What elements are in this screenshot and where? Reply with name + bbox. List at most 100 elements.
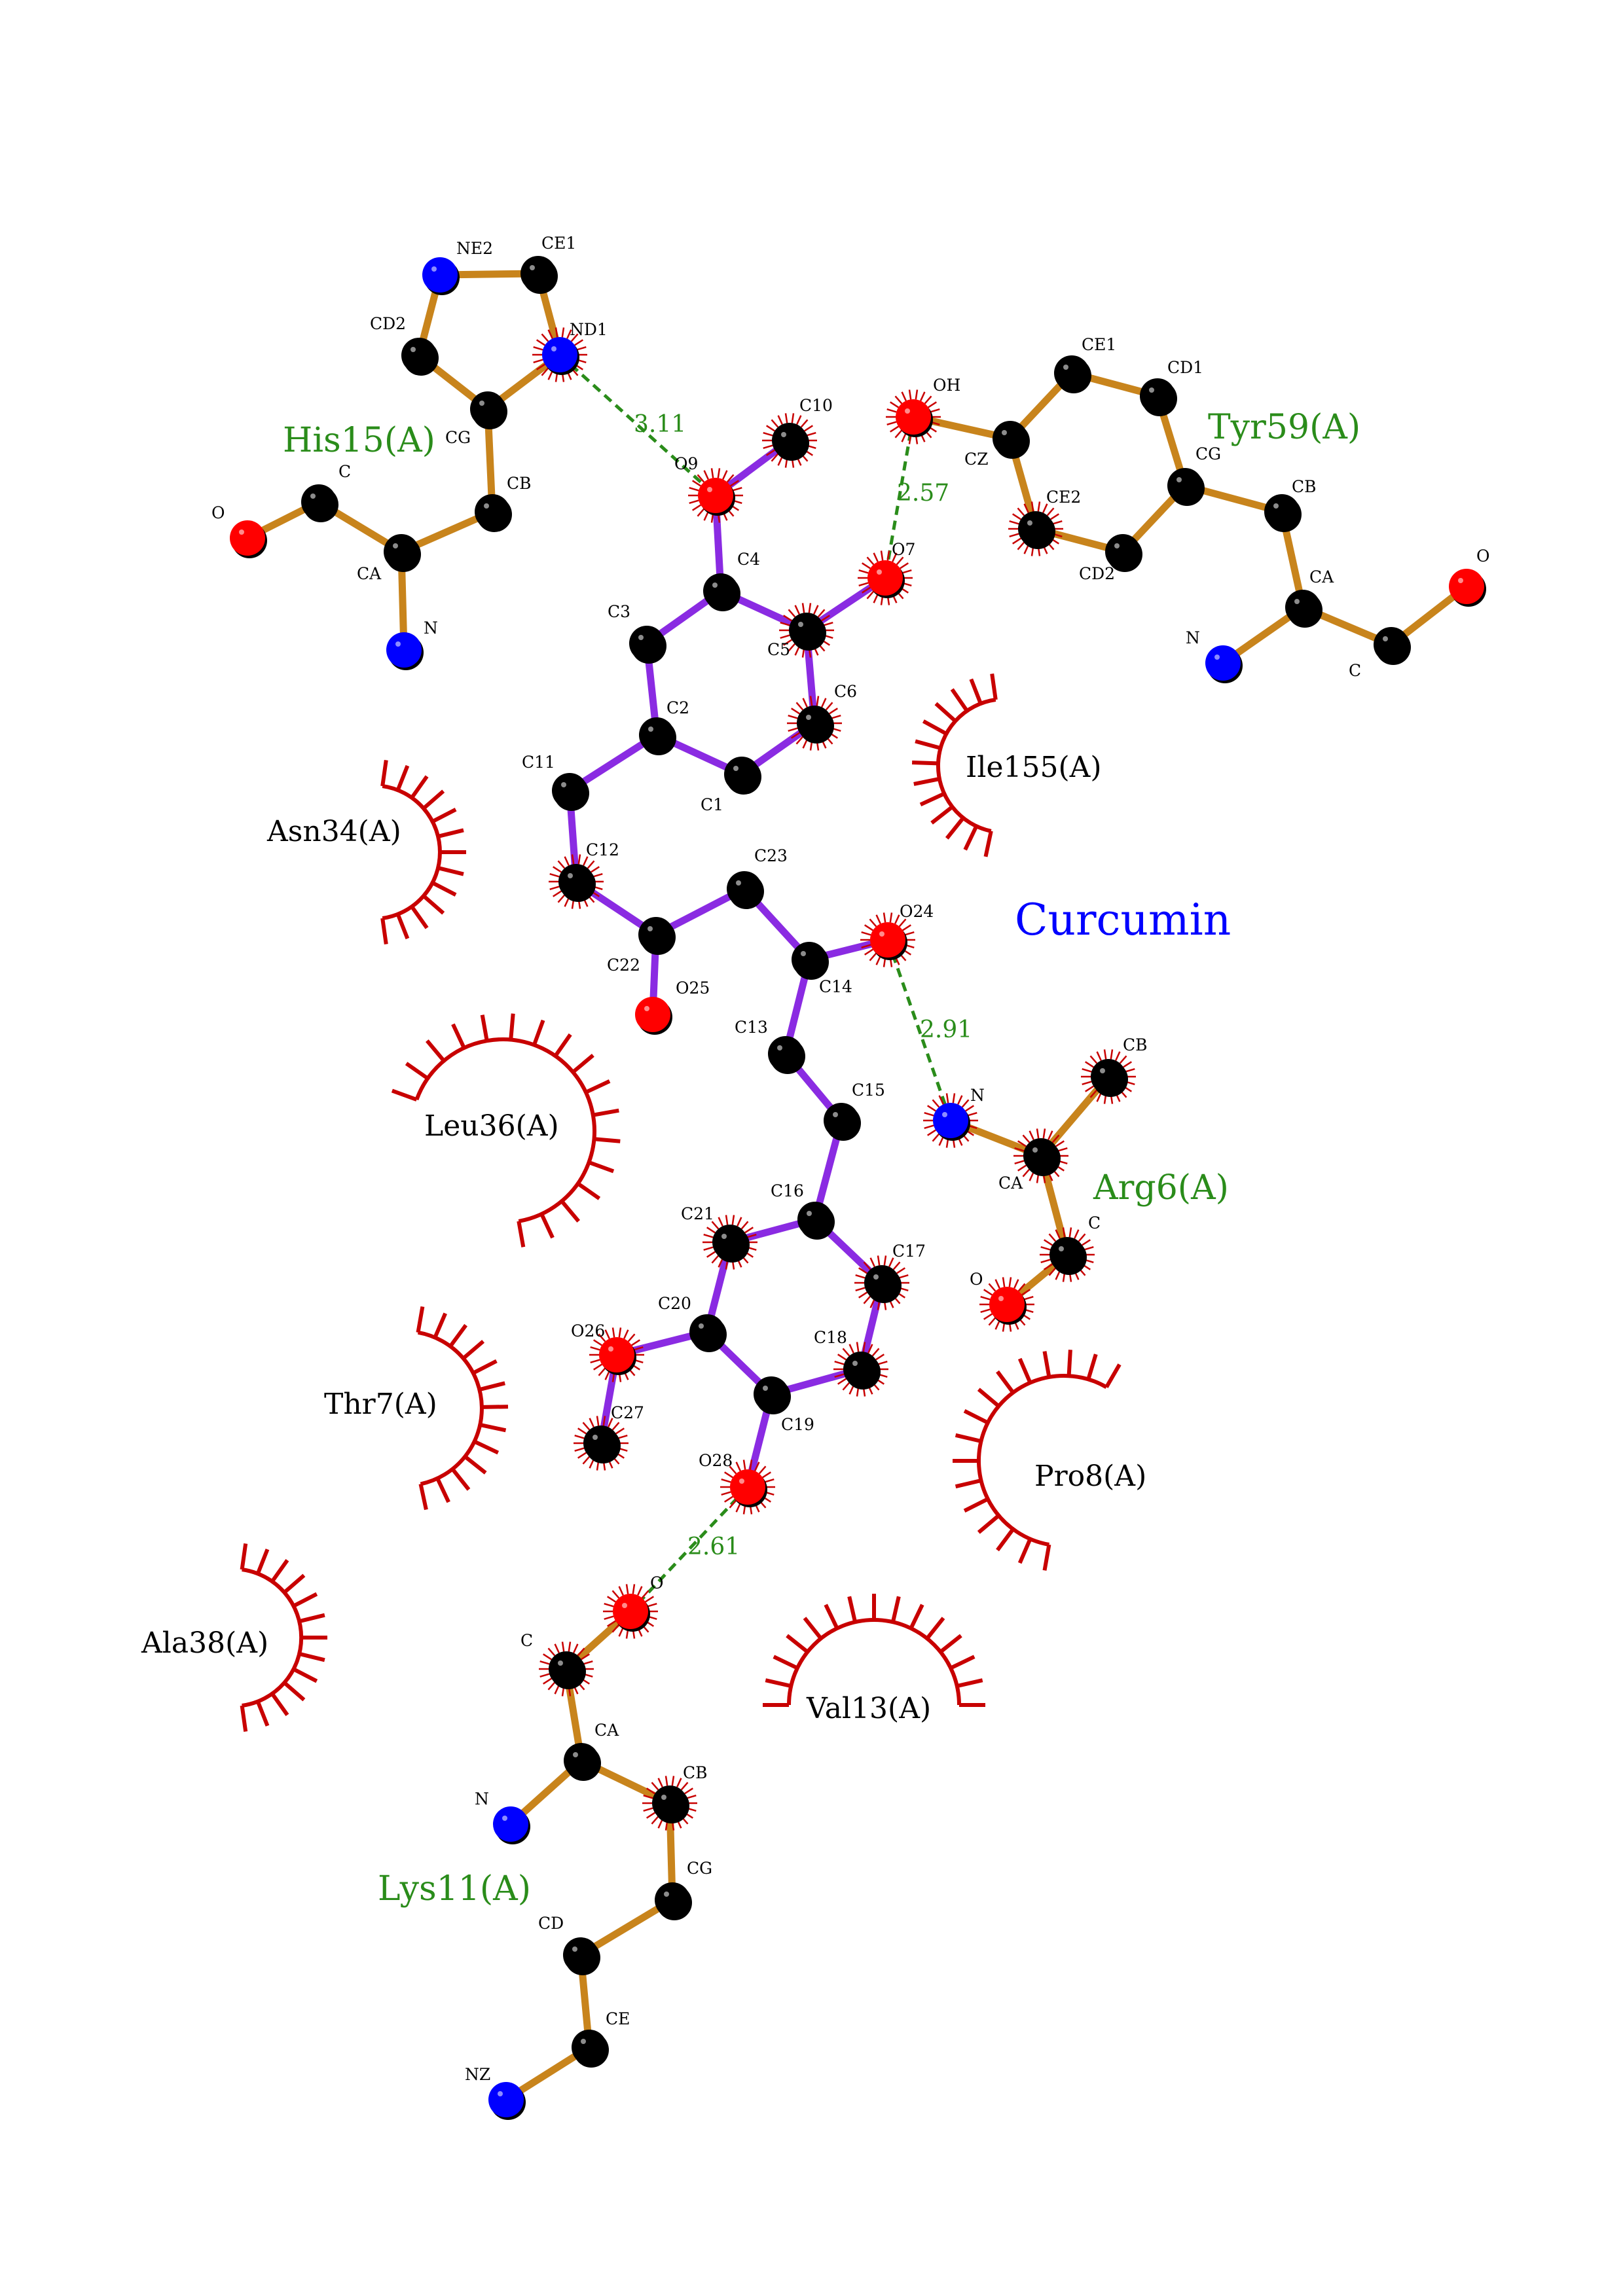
ligand-c20-label: C20 <box>658 1294 691 1313</box>
contact-spike <box>924 395 932 404</box>
tyr59a-ca-atom-highlight <box>1294 599 1300 604</box>
asn34a-hydrophobic-arc <box>380 759 466 945</box>
contact-spike <box>574 339 583 346</box>
his15a-cd2-atom-highlight <box>410 347 416 352</box>
contact-spike <box>577 1647 585 1657</box>
tyr59a-cz-atom-highlight <box>1002 430 1007 435</box>
ligand-c5-atom <box>789 613 826 651</box>
contact-spike <box>539 1673 550 1678</box>
ala38a-arc-ray <box>270 1558 289 1583</box>
contact-spike <box>1057 1147 1068 1152</box>
contact-spike <box>590 1359 600 1364</box>
ligand-c21-atom-sphere <box>712 1225 748 1260</box>
contact-spike <box>1078 1233 1086 1242</box>
ligand-c19-atom-highlight <box>763 1386 768 1391</box>
contact-spike <box>877 1255 881 1266</box>
ligand-o24-label: O24 <box>900 902 934 921</box>
his15a-ce1-atom-sphere <box>520 256 556 291</box>
ala38a-arc-ray <box>256 1700 270 1727</box>
contact-spike <box>1052 520 1063 525</box>
his15a-cg-atom-highlight <box>479 401 484 406</box>
ligand-o26-atom-highlight <box>608 1346 613 1352</box>
ala38a-arc-ray <box>283 1681 306 1702</box>
lys11a-o-label: O <box>650 1573 664 1592</box>
asn34a-arc-ray <box>422 894 445 915</box>
ligand-o24-atom-highlight <box>879 931 884 937</box>
leu36a-arc-ray <box>405 1062 429 1081</box>
ligand-c6-atom-sphere <box>797 706 832 741</box>
ligand-c15-atom-sphere <box>824 1103 859 1138</box>
contact-spike <box>930 408 940 413</box>
contact-spike <box>945 1093 949 1103</box>
contact-spike <box>791 413 795 423</box>
tyr59a-cd2-atom <box>1105 534 1142 572</box>
contact-spike <box>780 634 790 639</box>
ligand-c17-atom-highlight <box>873 1274 879 1280</box>
tyr59a-cg-label: CG <box>1195 444 1221 463</box>
ligand-c3-label: C3 <box>608 602 630 621</box>
lys11a-cd-label: CD <box>538 1914 564 1933</box>
ile155a-arc-ray <box>963 825 979 851</box>
leu36a-arc-curve <box>414 1037 596 1223</box>
his15a-ne2-atom <box>422 257 460 295</box>
ligand-c27-label: C27 <box>611 1403 644 1422</box>
lys11a-ca-atom-sphere <box>564 1743 599 1778</box>
contact-spike <box>611 1590 620 1599</box>
contact-spike <box>883 1255 887 1266</box>
contact-spike <box>858 569 869 574</box>
contact-spike <box>602 1416 606 1426</box>
ile155a-arc-ray <box>915 739 941 750</box>
arg6a-c-atom <box>1049 1237 1087 1275</box>
contact-spike <box>938 1095 944 1105</box>
contact-spike <box>593 1339 602 1346</box>
contact-spike <box>1084 1246 1094 1251</box>
contact-spike <box>1022 1168 1030 1177</box>
contact-spike <box>589 1418 594 1427</box>
pro8a-contact-label: Pro8(A) <box>1034 1460 1146 1493</box>
contact-spike <box>1119 1055 1127 1064</box>
leu36a-arc-ray <box>572 1053 594 1074</box>
ligand-o25-atom-highlight <box>644 1006 649 1011</box>
tyr59a-oh-label: OH <box>933 376 960 395</box>
contact-spike <box>1008 1277 1012 1287</box>
contact-spike <box>1085 1085 1094 1092</box>
contact-spike <box>794 605 800 615</box>
contact-spike <box>892 1261 901 1270</box>
contact-spike <box>888 1257 894 1267</box>
contact-spike <box>902 924 911 931</box>
contact-spike <box>574 1447 585 1452</box>
ligand-c22-atom-highlight <box>647 926 653 931</box>
contact-spike <box>645 1596 654 1603</box>
contact-spike <box>633 1346 644 1351</box>
thr7a-arc-ray <box>479 1381 505 1392</box>
tyr59a-cd1-label: CD1 <box>1167 358 1203 377</box>
contact-spike <box>703 511 709 521</box>
contact-spike <box>983 1289 993 1296</box>
ligand-c20-atom-highlight <box>699 1323 704 1329</box>
contact-spike <box>1055 1270 1061 1280</box>
contact-spike <box>829 708 838 715</box>
ile155a-arc-ray <box>983 831 993 857</box>
ligand-c11-atom-sphere <box>552 773 587 808</box>
val13a-arc-ray <box>773 1655 799 1670</box>
contact-spike <box>729 1465 737 1475</box>
tyr59a-n-label: N <box>1186 628 1200 647</box>
tyr59a-o-atom-highlight <box>1458 578 1463 583</box>
val13a-arc-ray <box>957 1678 983 1689</box>
tyr59a-ca-label: CA <box>1309 567 1334 586</box>
contact-spike <box>554 1643 560 1653</box>
contact-spike <box>637 1586 643 1596</box>
ala38a-arc-ray <box>292 1592 318 1608</box>
tyr59a-c-atom <box>1374 627 1411 665</box>
ligand-c22-atom <box>638 917 676 955</box>
ile155a-arc-ray <box>911 761 939 766</box>
contact-spike <box>848 1385 854 1395</box>
tyr59a-ca-atom-sphere <box>1285 590 1321 625</box>
contact-spike <box>1048 1267 1057 1276</box>
contact-spike <box>1115 1051 1121 1061</box>
contact-spike <box>726 474 735 483</box>
his15a-ce1-label: CE1 <box>541 234 576 253</box>
ligand-c12-atom-sphere <box>558 864 594 899</box>
ala38a-arc-ray <box>283 1573 306 1594</box>
contact-spike <box>608 1418 613 1427</box>
